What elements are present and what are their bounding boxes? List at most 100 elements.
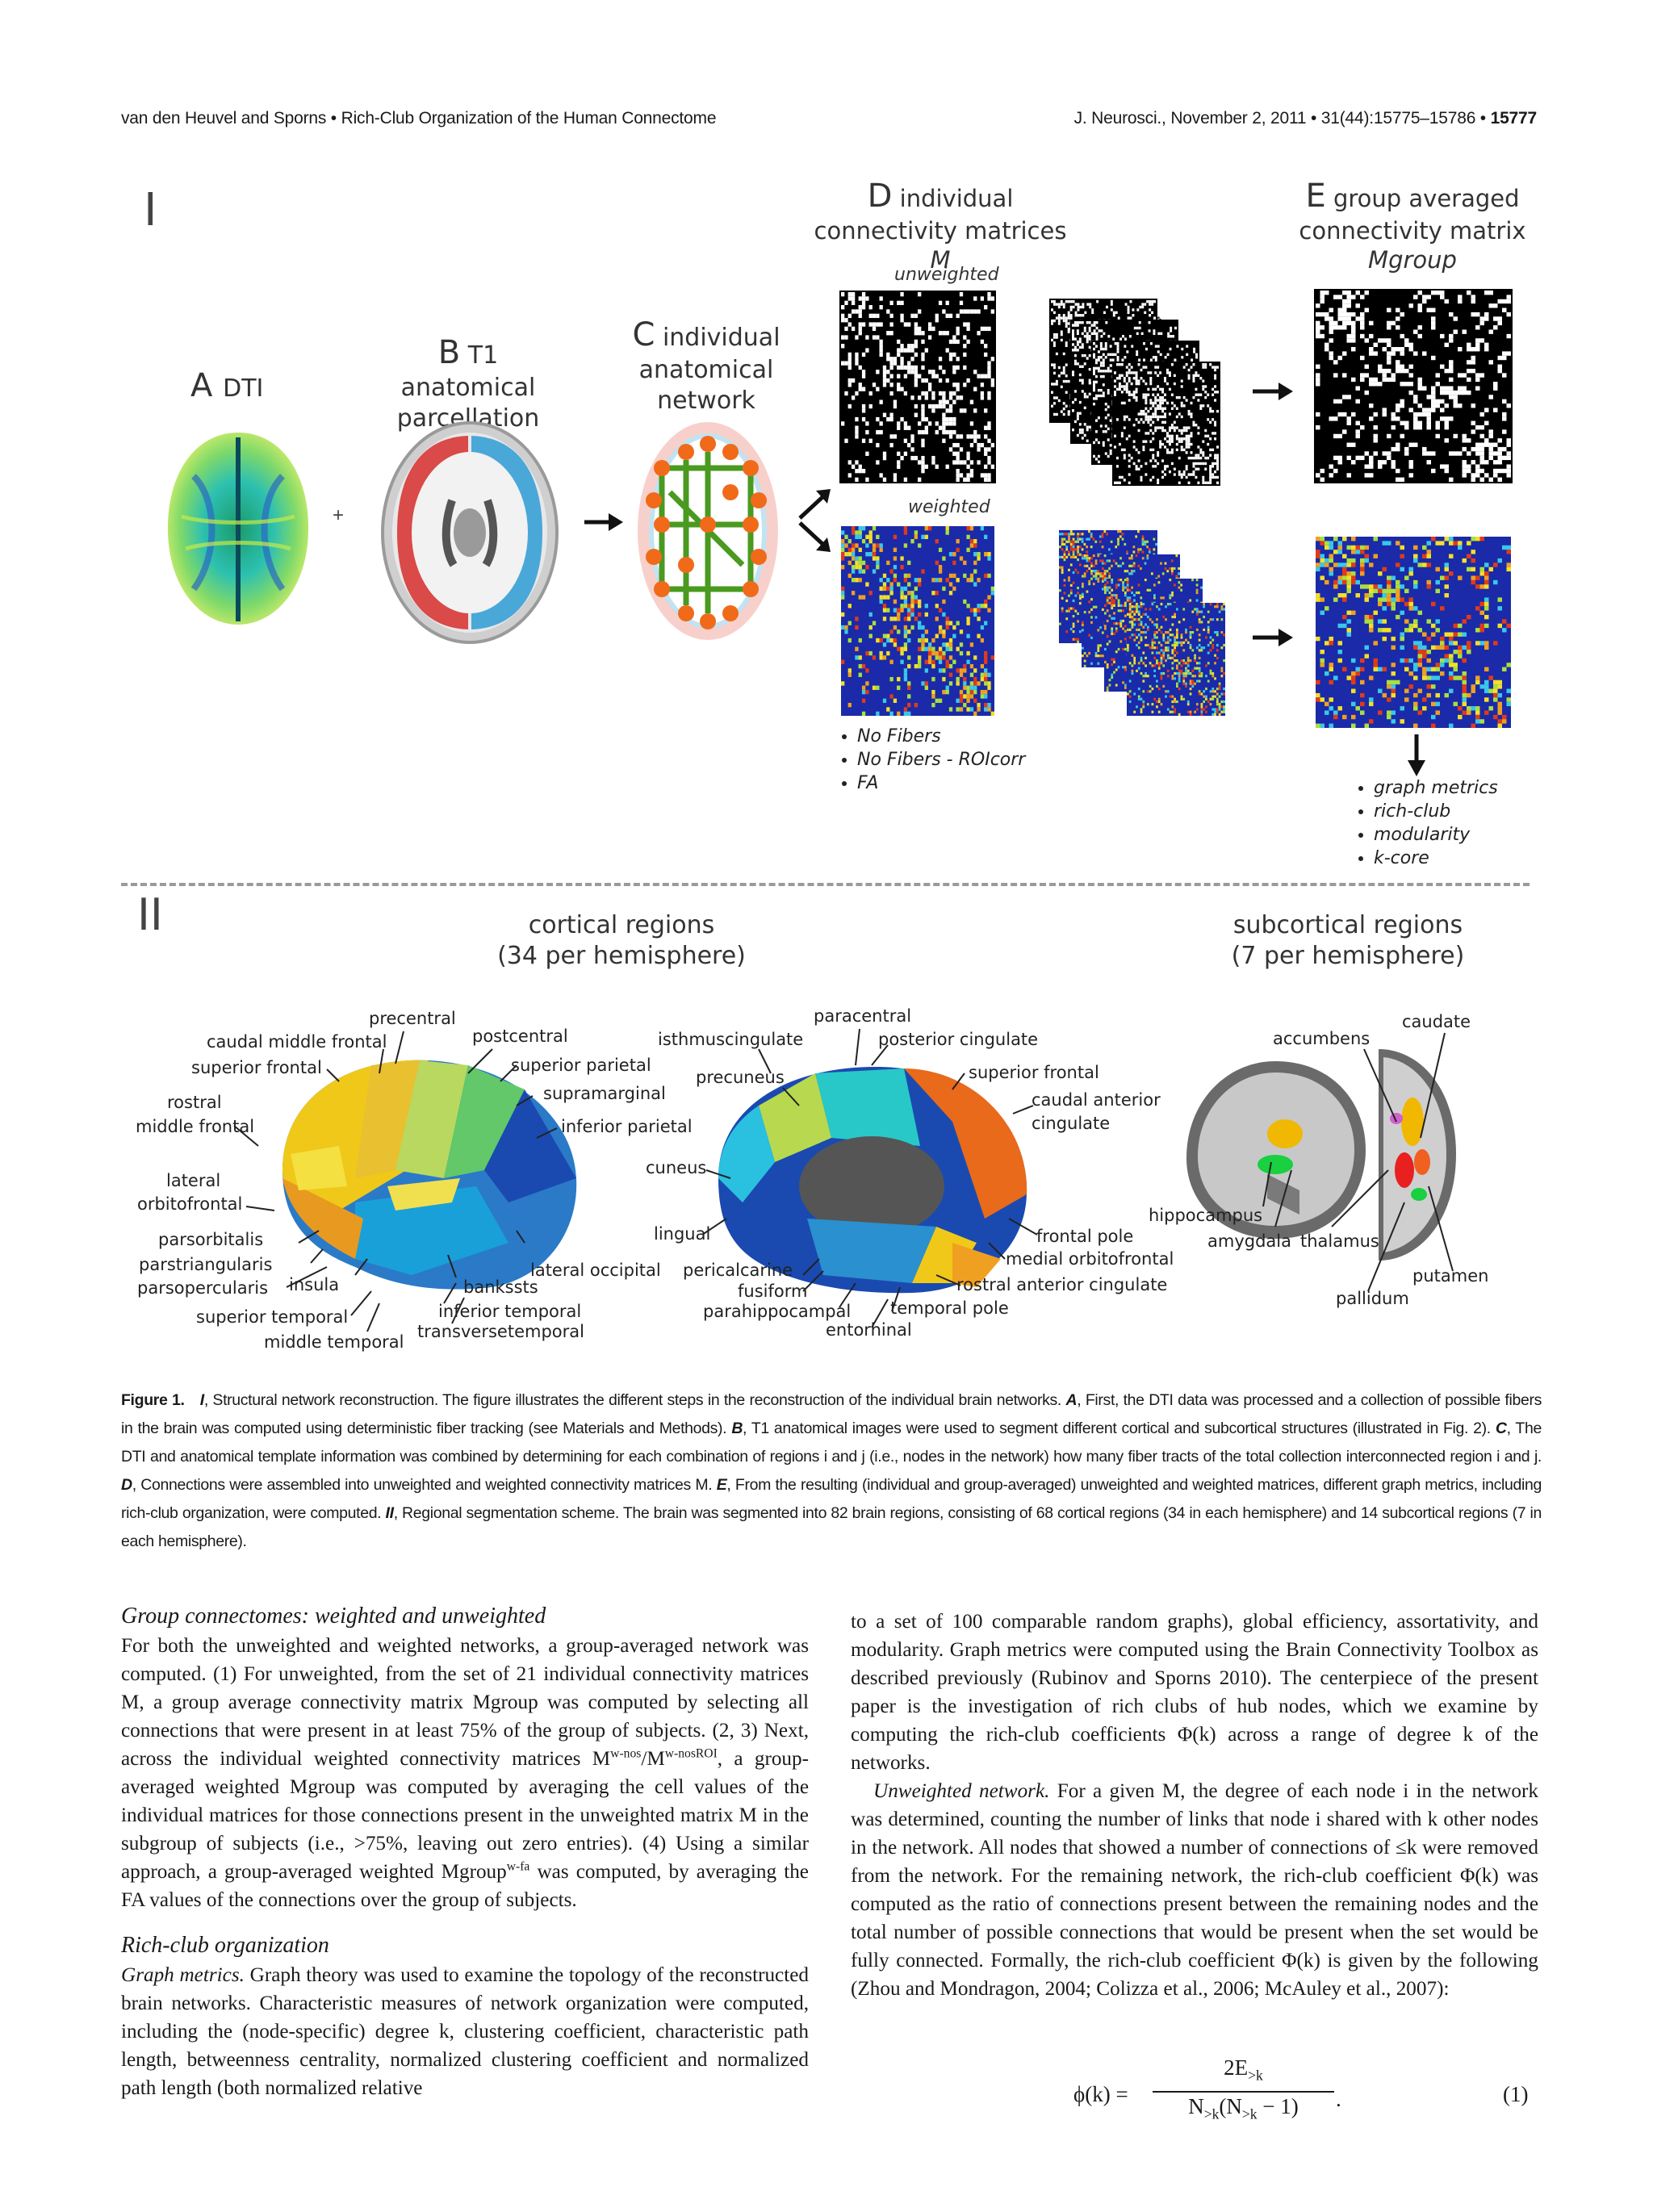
panel-E-line1-text: group averaged [1333,185,1520,212]
label-caudal-middle-frontal: caudal middle frontal [207,1032,387,1052]
caption-panel-ref: C [1495,1420,1507,1437]
stack-w-4 [1127,603,1225,716]
panel-C-line3: network [657,386,755,415]
panel-B-letter: B [437,334,461,371]
label-amygdala: amygdala [1207,1231,1291,1251]
dti-tractography-image [167,433,309,625]
subcortical-title-line1: subcortical regions [1232,911,1463,939]
panel-D-line3: M [930,246,951,274]
label-caudal-anterior: caudal anterior [1032,1090,1161,1110]
panel-A-name: DTI [223,374,264,403]
panel-C-title: C individual anatomical network [621,315,791,416]
label-superior-parietal: superior parietal [511,1056,651,1075]
caption-text: , The DTI and anatomical template inform… [121,1420,1542,1466]
panel-B-title: B T1 anatomical parcellation [367,332,569,433]
label-fusiform: fusiform [738,1282,808,1301]
caption-text: , First, the DTI data was processed and … [121,1391,1542,1437]
p1-sup-1: w-nos [610,1746,642,1761]
bullet-no-fibers: No Fibers [857,725,1025,748]
arrow-b-to-c [584,513,623,531]
panel-E-line2: connectivity matrix [1299,217,1526,245]
p1-mid: /M [641,1748,665,1770]
label-isthmuscingulate: isthmuscingulate [658,1030,804,1049]
caption-text: , From the resulting (individual and gro… [121,1476,1542,1522]
label-pericalcarine: pericalcarine [683,1261,793,1280]
section-heading-group-connectomes: Group connectomes: weighted and unweight… [121,1604,546,1629]
panel-E-title: E group averaged connectivity matrix Mgr… [1283,176,1542,275]
arrows-c-to-d [798,489,831,552]
label-posterior-cingulate: posterior cingulate [878,1030,1039,1049]
p1-sup-3: w-fa [506,1859,530,1874]
bullet-k-core: k-core [1374,847,1498,870]
label-insula: insula [289,1275,340,1294]
caption-panel-ref: D [121,1476,132,1494]
label-middle-frontal: middle frontal [136,1117,255,1136]
section-II-label: II [137,889,163,940]
caption-body: I, Structural network reconstruction. Th… [121,1391,1542,1550]
caption-text: , Connections were assembled into unweig… [132,1476,717,1494]
panel-E-line1: E group averaged [1283,176,1542,216]
anatomical-network-image [638,422,778,640]
unweighted-network-lead: Unweighted network. [873,1780,1050,1802]
label-frontal-pole: frontal pole [1036,1227,1134,1246]
label-postcentral: postcentral [472,1027,568,1046]
label-cuneus: cuneus [646,1158,707,1177]
subcortical-title-line2: (7 per hemisphere) [1231,941,1465,970]
unweighted-matrix-stack [1049,299,1293,486]
equation-number: (1) [1503,2082,1529,2106]
arrow-d-to-e-weighted [1253,629,1293,646]
running-header-left: van den Heuvel and Sporns • Rich-Club Or… [121,109,717,128]
label-lateral: lateral [166,1171,221,1190]
label-rostral-anterior-cingulate: rostral anterior cingulate [956,1275,1168,1294]
eq-den-sub2: >k [1241,2105,1258,2122]
equation-numerator: 2E>k [1153,2054,1334,2093]
weighted-matrix-individual [841,526,994,716]
label-inferior-parietal: inferior parietal [561,1117,693,1136]
label-superior-frontal-lateral: superior frontal [191,1058,322,1077]
paragraph-unweighted-network: Unweighted network. For a given M, the d… [851,1777,1538,2003]
unweighted-matrix-individual [839,291,996,483]
eq-den-sub1: >k [1203,2105,1220,2122]
label-temporal-pole: temporal pole [890,1298,1009,1318]
bullet-graph-metrics: graph metrics [1374,776,1498,800]
lateral-cortex-image [282,1060,577,1290]
label-parsopercularis: parsopercularis [137,1278,269,1298]
section-heading-rich-club: Rich-club organization [121,1933,329,1958]
label-orbitofrontal: orbitofrontal [137,1194,243,1214]
caption-text: , Structural network reconstruction. The… [203,1391,1066,1409]
figure-divider [121,883,1530,886]
label-entorhinal: entorhinal [826,1320,912,1340]
eq-den-a: N [1188,2094,1204,2119]
label-paracentral: paracentral [814,1006,912,1026]
network-nodes [646,436,767,629]
panel-D-bullets: No Fibers No Fibers - ROIcorr FA [839,725,1025,795]
label-putamen: putamen [1412,1266,1489,1286]
caption-panel-ref: I [199,1391,204,1409]
panel-A-letter: A [190,367,213,404]
panel-D-line1-text: individual [899,185,1014,212]
panel-D-title: D individual connectivity matrices M [807,176,1073,275]
panel-C-line2: anatomical [638,356,774,384]
medial-cortex-image [718,1066,1027,1294]
label-parahippocampal: parahippocampal [703,1302,852,1321]
panel-E-line3: Mgroup [1368,246,1457,274]
t1-parcellation-image [381,421,559,644]
panel-C-line1: C individual [621,315,791,355]
panel-B-line1: B T1 anatomical [367,332,569,404]
bullet-modularity: modularity [1374,823,1498,847]
label-pallidum: pallidum [1336,1289,1409,1308]
label-superior-frontal-medial: superior frontal [969,1063,1099,1082]
label-caudate: caudate [1402,1012,1471,1031]
label-precuneus: precuneus [696,1068,785,1087]
label-middle-temporal: middle temporal [264,1332,404,1352]
journal-citation: J. Neurosci., November 2, 2011 • 31(44):… [1073,109,1491,128]
label-lingual: lingual [654,1224,711,1244]
equation-fraction: 2E>k N>k(N>k − 1) [1153,2054,1334,2129]
label-cingulate: cingulate [1032,1114,1111,1133]
caption-panel-ref: A [1065,1391,1078,1409]
caption-panel-ref: B [731,1420,743,1437]
axial-subcortical-image [1379,1049,1456,1261]
panel-A-title: A DTI [190,367,263,404]
label-supramarginal: supramarginal [543,1084,666,1103]
p1-part-c: was computed, by averaging the FA values… [121,1861,809,1911]
